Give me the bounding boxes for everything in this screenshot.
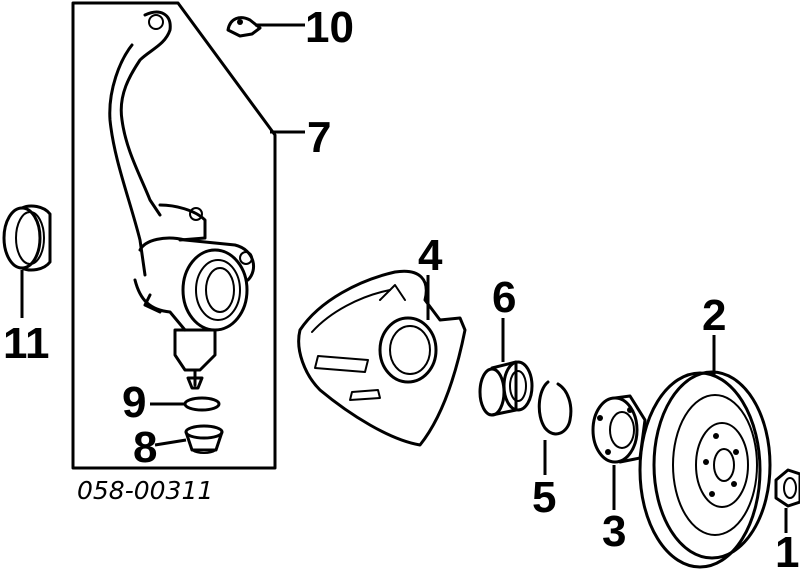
wheel-hub-drawing — [591, 394, 647, 464]
dust-seal-drawing — [2, 204, 52, 272]
diagram-part-number: 058-00311 — [77, 476, 213, 505]
ball-joint-boot-drawing — [184, 424, 224, 454]
leader-lines — [20, 23, 788, 533]
callout-labels: 10 7 11 4 6 2 9 8 5 3 1 — [3, 3, 799, 573]
callout-6: 6 — [492, 273, 516, 322]
callout-7: 7 — [307, 113, 331, 162]
callout-4: 4 — [418, 231, 443, 280]
callout-3: 3 — [602, 507, 626, 556]
hub-nut-drawing — [774, 468, 800, 508]
callout-9: 9 — [122, 378, 146, 427]
wheel-bearing-drawing — [478, 360, 534, 417]
callout-5: 5 — [532, 473, 556, 522]
snap-ring-drawing — [537, 380, 573, 436]
knuckle-group-frame — [71, 1, 277, 470]
steering-knuckle-drawing — [108, 10, 256, 390]
retainer-clip-drawing — [226, 16, 262, 38]
callout-8: 8 — [133, 423, 157, 472]
callout-10: 10 — [305, 3, 354, 52]
callout-1: 1 — [775, 528, 799, 573]
splash-shield-drawing — [297, 269, 467, 447]
callout-11: 11 — [3, 319, 50, 368]
callout-2: 2 — [702, 291, 726, 340]
boot-clip-drawing — [183, 396, 221, 412]
brake-disc-drawing — [638, 370, 772, 569]
